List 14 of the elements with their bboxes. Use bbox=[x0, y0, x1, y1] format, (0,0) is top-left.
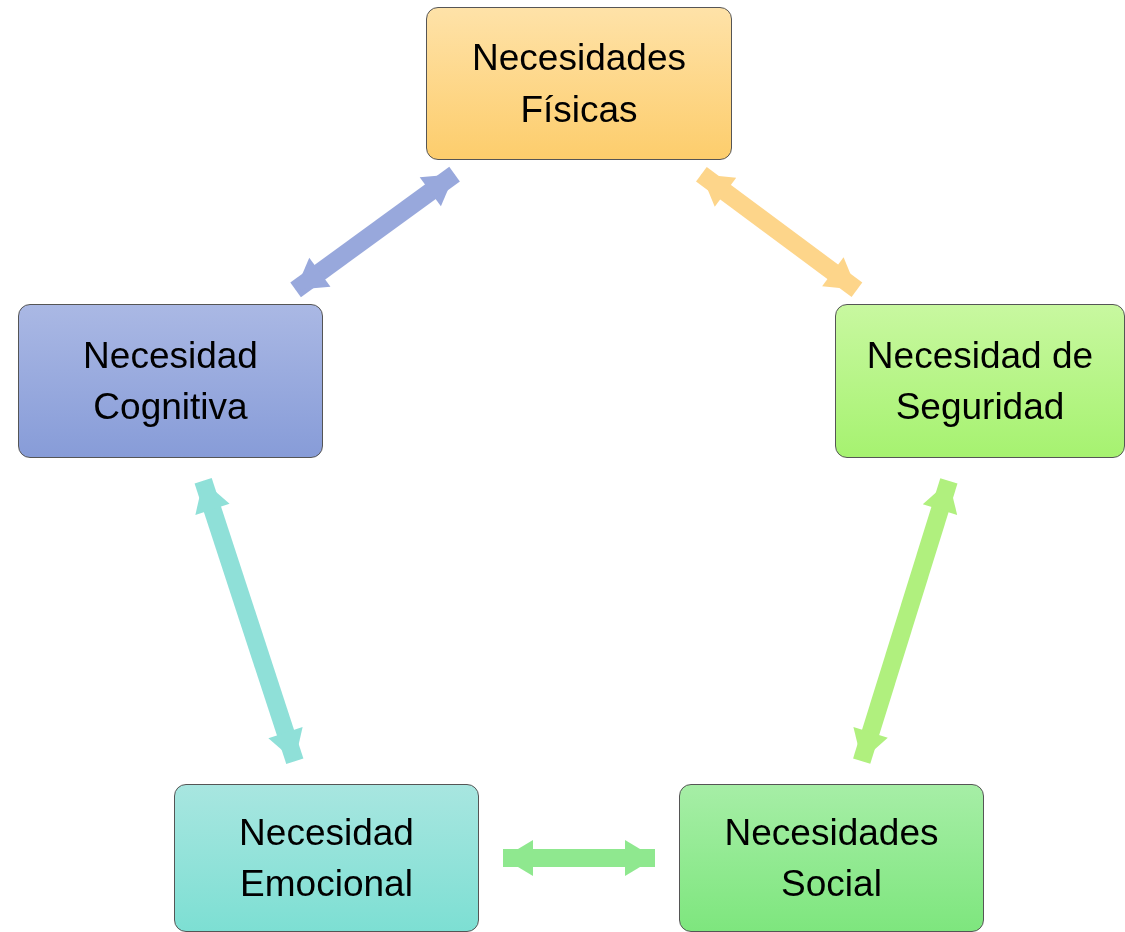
box-label: Necesidad Emocional bbox=[239, 811, 414, 904]
box-label: Necesidad Cognitiva bbox=[83, 334, 258, 427]
double-arrow bbox=[503, 840, 655, 876]
box-label: Necesidades Físicas bbox=[472, 37, 686, 130]
process-box bbox=[835, 304, 1125, 458]
double-arrow bbox=[194, 478, 304, 764]
process-box bbox=[679, 784, 984, 932]
process-box bbox=[174, 784, 479, 932]
double-arrow bbox=[696, 167, 863, 297]
box-label: Necesidad de Seguridad bbox=[866, 334, 1094, 427]
box-label: Necesidades Social bbox=[724, 811, 939, 904]
process-box bbox=[18, 304, 323, 458]
double-arrow bbox=[853, 478, 958, 764]
process-box bbox=[426, 7, 732, 160]
